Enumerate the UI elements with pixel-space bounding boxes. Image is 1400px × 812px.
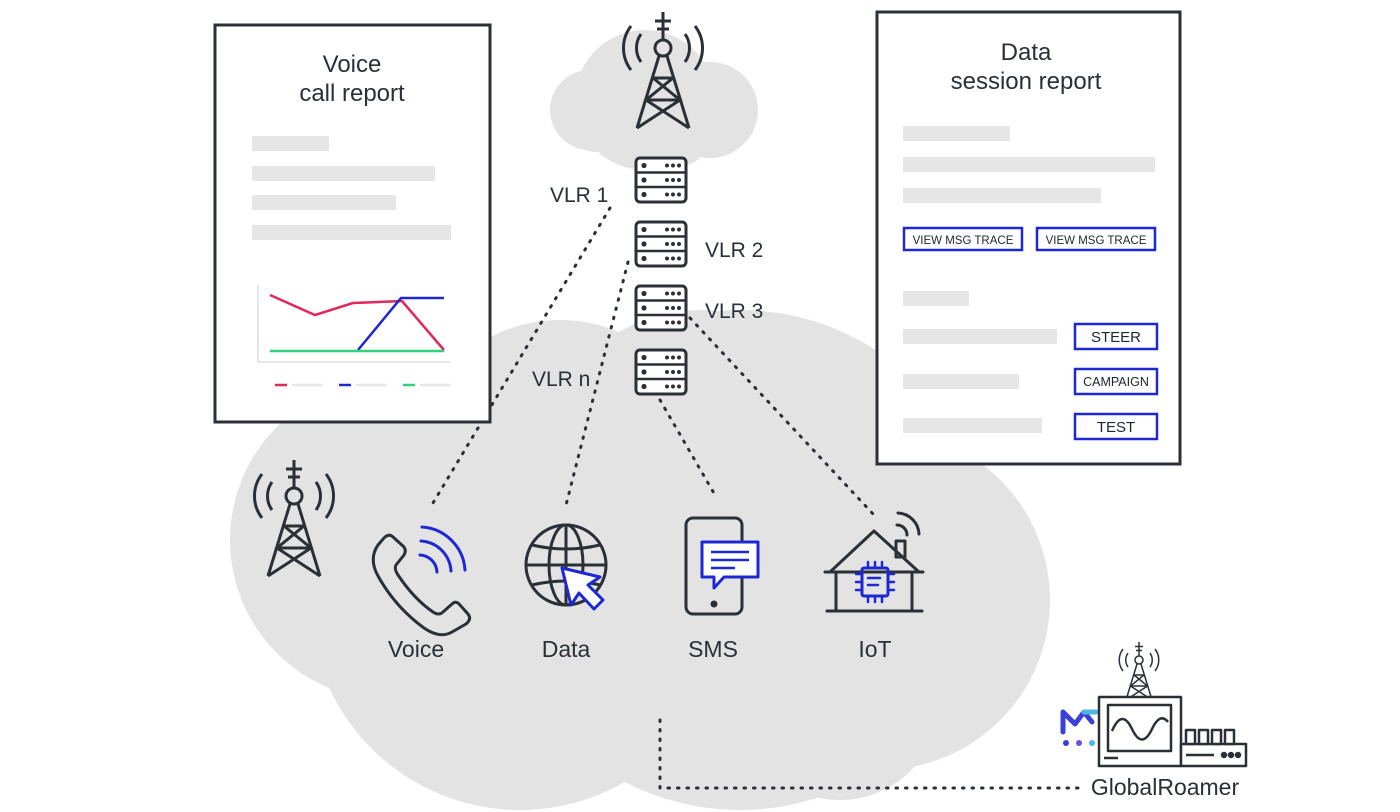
view-msg-trace-label-1: VIEW MSG TRACE [913,235,1014,247]
voice-report-title-line2: call report [299,80,405,107]
globe-cursor-icon [524,523,608,611]
vlrn-label: VLR n [532,368,590,391]
voice-label: Voice [388,636,444,662]
data-report-title-line1: Data [1001,39,1052,66]
campaign-label: CAMPAIGN [1083,375,1149,389]
vlr1-label: VLR 1 [550,184,608,207]
test-label: TEST [1097,419,1135,436]
vlr1-server-icon [634,156,688,204]
steer-label: STEER [1091,329,1141,346]
probe-device-icon [1097,695,1248,768]
vlr2-label: VLR 2 [705,239,763,262]
iot-house-icon [823,511,925,613]
voice-call-report: Voice call report [213,23,492,424]
phone-icon [371,525,472,637]
network-cloud [230,310,1050,810]
view-msg-trace-button-2[interactable]: VIEW MSG TRACE [1035,226,1157,252]
connection-lines [428,206,1082,790]
data-report-title-line2: session report [951,68,1102,95]
data-session-report: Data session report VIEW MSG TRACE VIEW … [875,10,1182,466]
vlrn-server-icon [634,348,688,396]
data-label: Data [542,636,591,662]
chart-blue-line [357,296,444,351]
voice-report-title-line1: Voice [323,51,382,78]
test-button[interactable]: TEST [1073,412,1159,441]
steer-button[interactable]: STEER [1073,322,1159,351]
chart-red-line [269,293,445,351]
iot-label: IoT [858,636,891,662]
globalroamer-logo-icon [1060,709,1099,746]
campaign-button[interactable]: CAMPAIGN [1073,367,1159,396]
probe-tower-icon [1118,641,1160,701]
sms-label: SMS [688,636,738,662]
vlr3-label: VLR 3 [705,300,763,323]
voice-report-placeholder-lines [252,136,451,240]
sms-phone-icon [684,516,760,616]
top-cloud [550,30,758,170]
view-msg-trace-label-2: VIEW MSG TRACE [1046,235,1147,247]
voice-report-mini-chart [257,285,450,387]
vlr2-server-icon [634,220,688,268]
data-report-placeholder-lines [903,126,1155,433]
vlr3-server-icon [634,284,688,332]
globalroamer-label: GlobalRoamer [1091,774,1240,800]
view-msg-trace-button-1[interactable]: VIEW MSG TRACE [902,226,1024,252]
